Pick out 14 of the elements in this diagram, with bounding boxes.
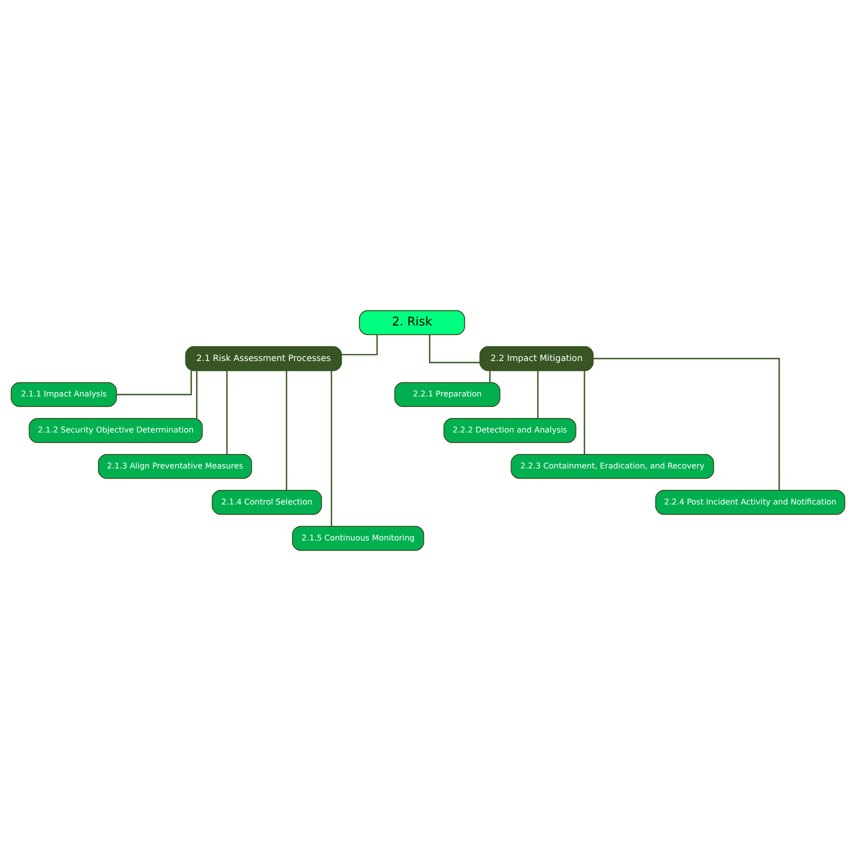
connector: [286, 370, 288, 490]
node-box: 2.2 Impact Mitigation: [479, 346, 594, 372]
connector: [593, 358, 780, 490]
connector: [584, 370, 586, 454]
node-box: 2. Risk: [358, 310, 466, 336]
connector: [341, 334, 378, 356]
connector: [489, 370, 491, 382]
node-box: 2.1 Risk Assessment Processes: [185, 346, 342, 372]
connector: [330, 370, 332, 526]
connector: [429, 334, 480, 364]
connector: [226, 370, 228, 454]
connector: [196, 370, 198, 418]
connector: [116, 370, 192, 396]
connector: [537, 370, 539, 418]
